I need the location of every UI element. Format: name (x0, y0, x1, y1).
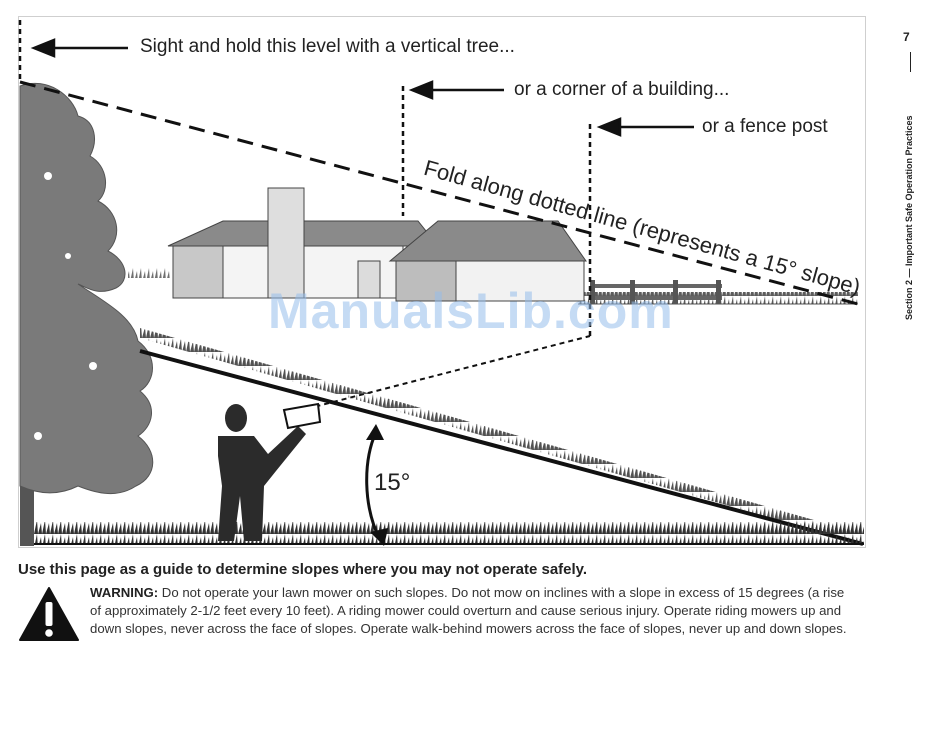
slope-guide-illustration (18, 16, 866, 548)
ground-grass (34, 522, 864, 545)
page-number: 7 (903, 30, 910, 44)
fence-graphic (590, 280, 722, 304)
arrow-icon (366, 424, 384, 440)
house-graphic (167, 187, 587, 302)
tree-graphic (19, 82, 154, 546)
warning-paragraph: WARNING: Do not operate your lawn mower … (90, 584, 850, 638)
warning-body: Do not operate your lawn mower on such s… (90, 585, 847, 636)
slope-card (282, 402, 322, 430)
fold-dashed-line (19, 80, 859, 306)
section-title-text: Section 2 — Important Safe Operation Pra… (904, 115, 914, 320)
arrow-icon (596, 117, 694, 137)
building-instruction-label: or a corner of a building... (514, 79, 730, 100)
arrow-icon (408, 80, 504, 100)
page-caption: Use this page as a guide to determine sl… (18, 561, 588, 578)
watermark: ManualsLib.com (268, 283, 674, 339)
warning-label: WARNING: (90, 585, 159, 600)
tree-instruction-label: Sight and hold this level with a vertica… (140, 36, 515, 57)
fence-instruction-label: or a fence post (702, 116, 828, 137)
person-silhouette (218, 404, 306, 541)
arrow-icon (30, 38, 128, 58)
warning-icon (19, 587, 79, 641)
slope-ground (139, 328, 864, 546)
angle-arc (365, 431, 382, 541)
section-title: Section 2 — Important Safe Operation Pra… (904, 115, 914, 320)
side-divider (910, 52, 911, 72)
arrow-icon (370, 528, 388, 546)
angle-label: 15° (374, 469, 411, 496)
